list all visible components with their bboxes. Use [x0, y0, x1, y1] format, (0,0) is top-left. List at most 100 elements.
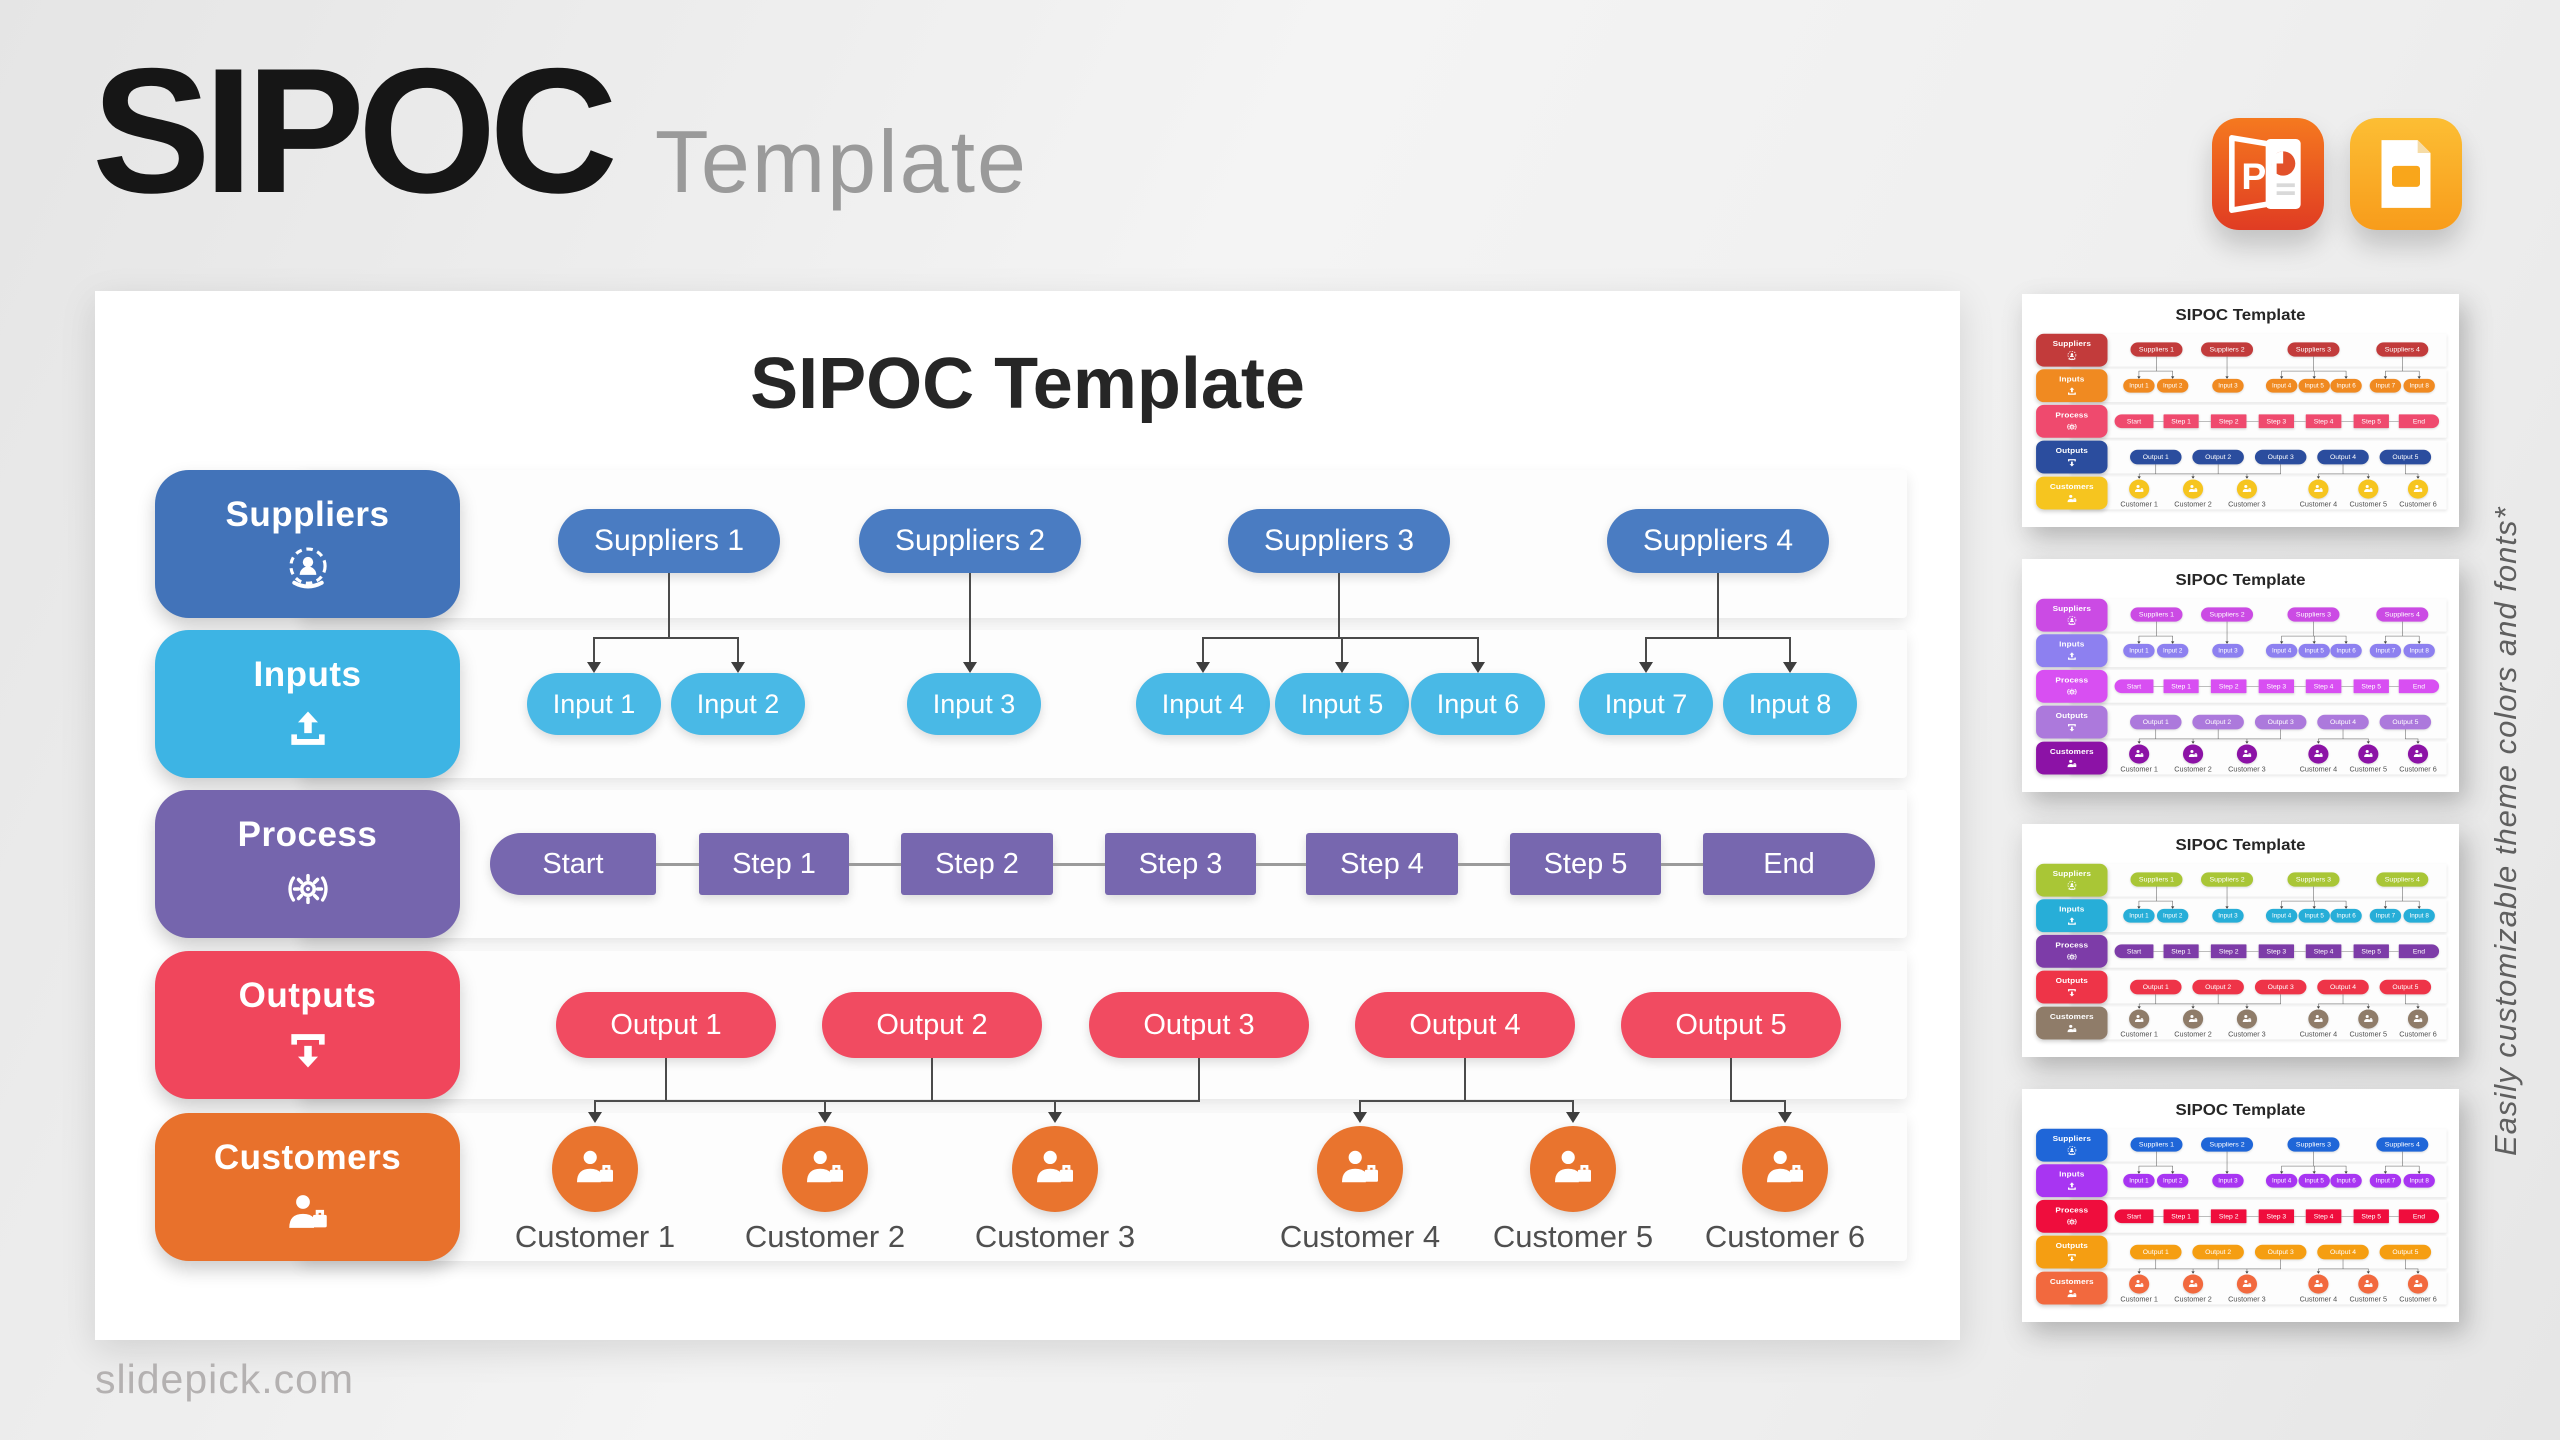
- input-pill: Input 7: [2369, 643, 2402, 658]
- output-pill: Output 5: [2379, 979, 2432, 995]
- row-label-process: Process: [2036, 404, 2108, 438]
- connector-arrowhead: [2344, 906, 2348, 909]
- upload-tray-icon: [2066, 1181, 2078, 1192]
- customer-node: [2129, 479, 2150, 499]
- google-slides-icon[interactable]: [2350, 118, 2462, 230]
- connector-line: [1202, 638, 1204, 662]
- connector-line: [593, 638, 595, 662]
- process-step: Step 1: [2163, 944, 2199, 959]
- row-label-text: Customers: [2049, 1012, 2094, 1021]
- connector-arrowhead: [2417, 906, 2421, 909]
- input-pill: Input 7: [2369, 1173, 2402, 1188]
- customer-briefcase-icon: [2187, 1013, 2198, 1025]
- process-step: Step 4: [2305, 679, 2342, 694]
- customer-label: Customer 1: [2120, 765, 2158, 773]
- connector-arrowhead: [2279, 1171, 2284, 1174]
- customer-label: Customer 6: [2399, 1030, 2437, 1038]
- row-label-text: Outputs: [2055, 711, 2088, 720]
- output-pill: Output 3: [2254, 449, 2307, 465]
- connector-arrowhead: [2316, 1006, 2321, 1009]
- connector-line: [1198, 1058, 1200, 1101]
- customer-briefcase-icon: [571, 1143, 619, 1196]
- customer-label: Customer 4: [2299, 1295, 2338, 1303]
- input-pill: Input 1: [2123, 643, 2155, 658]
- process-step: Step 3: [1105, 833, 1256, 895]
- input-pill: Input 6: [2330, 378, 2362, 393]
- customer-briefcase-icon: [2363, 483, 2374, 495]
- powerpoint-icon[interactable]: P: [2212, 118, 2324, 230]
- process-step: Step 1: [2163, 1209, 2199, 1224]
- side-note: Easily customizable theme colors and fon…: [2488, 506, 2523, 1156]
- output-pill: Output 2: [822, 992, 1042, 1058]
- input-pill: Input 5: [2298, 378, 2330, 393]
- process-connector-line: [2341, 951, 2354, 952]
- connector-arrowhead: [2366, 476, 2370, 479]
- customer-briefcase-icon: [801, 1143, 849, 1196]
- connector-arrowhead: [2316, 741, 2321, 744]
- connector-arrowhead: [2312, 1171, 2316, 1174]
- customer-node: [2308, 1009, 2329, 1029]
- row-label-outputs: Outputs: [2036, 1235, 2108, 1269]
- process-connector-line: [2388, 1216, 2399, 1217]
- diagram-title: SIPOC Template: [2175, 1100, 2306, 1119]
- row-label-text: Customers: [2049, 1277, 2094, 1286]
- customer-node: [2308, 744, 2329, 764]
- customer-node: [2407, 744, 2429, 764]
- input-pill: Input 4: [2265, 378, 2298, 393]
- output-pill: Output 1: [2130, 1244, 2182, 1260]
- connector-arrowhead: [2137, 741, 2141, 744]
- row-label-process: Process: [155, 790, 460, 938]
- customer-node: [2236, 744, 2258, 764]
- row-label-inputs: Inputs: [2036, 899, 2108, 933]
- process-step: Start: [490, 833, 656, 895]
- connector-arrowhead: [2245, 741, 2249, 744]
- row-label-text: Suppliers: [2052, 869, 2092, 878]
- customer-briefcase-icon: [2241, 1013, 2252, 1025]
- customer-briefcase-icon: [2313, 483, 2324, 495]
- input-pill: Input 8: [2403, 643, 2435, 658]
- connector-arrowhead: [2417, 641, 2421, 644]
- connector-arrowhead: [2416, 741, 2420, 744]
- row-label-text: Suppliers: [2052, 339, 2092, 348]
- connector-arrowhead: [731, 662, 745, 673]
- connector-line: [737, 638, 739, 662]
- supplier-pill: Suppliers 3: [1228, 509, 1450, 573]
- process-connector-line: [2246, 421, 2259, 422]
- input-pill: Input 4: [2265, 1173, 2298, 1188]
- process-connector-line: [1256, 863, 1306, 866]
- customer-label: Customer 3: [974, 1219, 1136, 1254]
- connector-line: [824, 1101, 826, 1112]
- connector-arrowhead: [2366, 741, 2370, 744]
- connector-arrowhead: [2344, 641, 2348, 644]
- row-label-text: Customers: [213, 1137, 402, 1177]
- process-connector-line: [2294, 421, 2306, 422]
- connector-arrowhead: [2312, 641, 2316, 644]
- customer-briefcase-icon: [2134, 1013, 2145, 1025]
- row-label-text: Process: [2055, 675, 2089, 684]
- customer-label: Customer 3: [2228, 765, 2266, 773]
- connector-arrowhead: [2245, 1271, 2249, 1274]
- row-label-text: Process: [2055, 940, 2089, 949]
- supplier-pill: Suppliers 1: [2130, 872, 2183, 887]
- download-tray-icon: [2066, 457, 2078, 468]
- customer-node: [2358, 479, 2379, 499]
- customer-label: Customer 6: [2399, 765, 2437, 773]
- customer-briefcase-icon: [2363, 1278, 2374, 1290]
- customer-node: [1742, 1126, 1828, 1212]
- input-pill: Input 8: [2403, 378, 2435, 393]
- svg-text:P: P: [2241, 155, 2266, 197]
- customer-label: Customer 1: [514, 1219, 676, 1254]
- input-pill: Input 6: [2330, 1173, 2362, 1188]
- input-pill: Input 2: [2156, 378, 2189, 393]
- process-step: Step 4: [2305, 414, 2342, 429]
- connector-line: [593, 637, 739, 639]
- supplier-pill: Suppliers 1: [2130, 607, 2183, 622]
- supplier-pill: Suppliers 3: [2287, 607, 2340, 622]
- output-pill: Output 1: [556, 992, 776, 1058]
- row-label-text: Inputs: [2059, 374, 2085, 384]
